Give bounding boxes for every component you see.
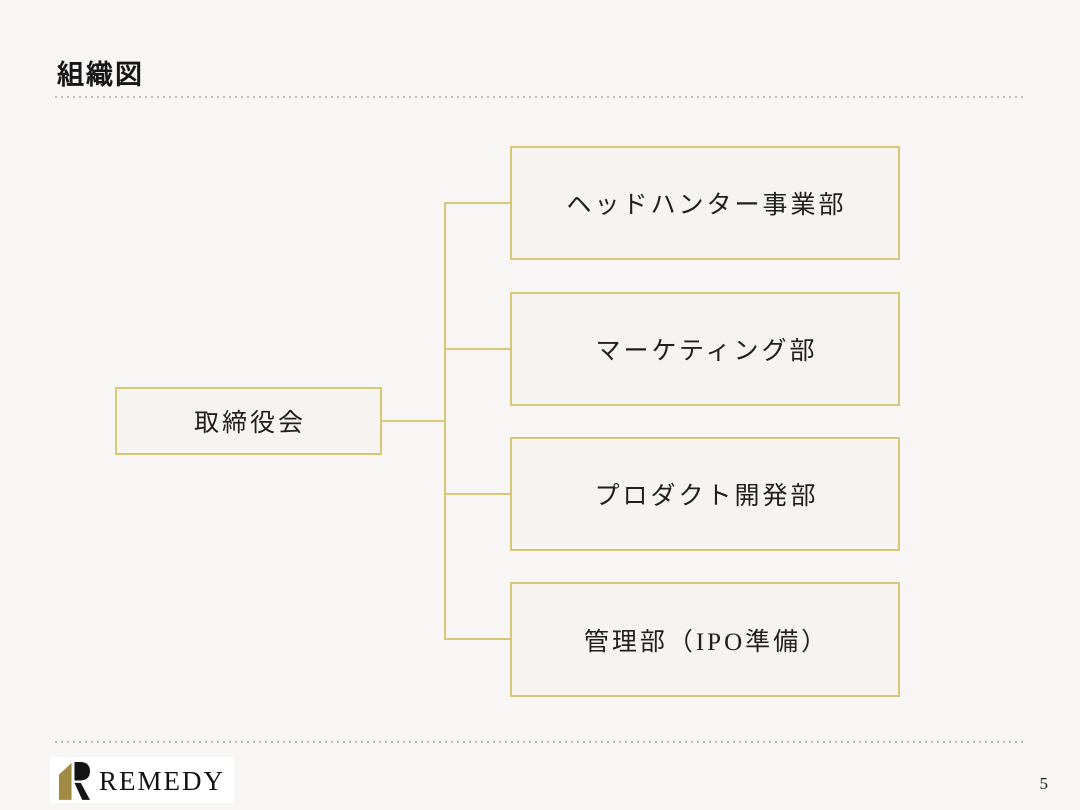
org-node-label: ヘッドハンター事業部 <box>566 192 847 219</box>
org-node-administration-department: 管理部（IPO準備） <box>510 582 900 697</box>
org-node-label: 管理部（IPO準備） <box>583 628 830 656</box>
page-title: 組織図 <box>57 60 144 90</box>
connector-branch-4 <box>444 638 510 640</box>
org-node-label: マーケティング部 <box>595 338 818 365</box>
connector-trunk <box>444 202 446 640</box>
remedy-logo: REMEDY <box>50 757 234 803</box>
org-node-board-label: 取締役会 <box>193 410 306 437</box>
org-node-marketing-department: マーケティング部 <box>510 292 900 406</box>
org-node-headhunter-division: ヘッドハンター事業部 <box>510 146 900 260</box>
bottom-dotted-divider <box>55 741 1026 744</box>
page-number: 5 <box>1039 774 1049 793</box>
connector-branch-3 <box>444 493 510 495</box>
connector-branch-2 <box>444 348 510 350</box>
connector-root <box>382 420 444 422</box>
brand-name: REMEDY <box>99 765 225 796</box>
top-dotted-divider <box>55 96 1026 99</box>
org-node-product-development-department: プロダクト開発部 <box>510 437 900 551</box>
org-node-board: 取締役会 <box>115 387 382 455</box>
org-node-label: プロダクト開発部 <box>594 483 819 510</box>
remedy-r-monogram-icon <box>58 761 90 800</box>
connector-branch-1 <box>444 202 510 204</box>
